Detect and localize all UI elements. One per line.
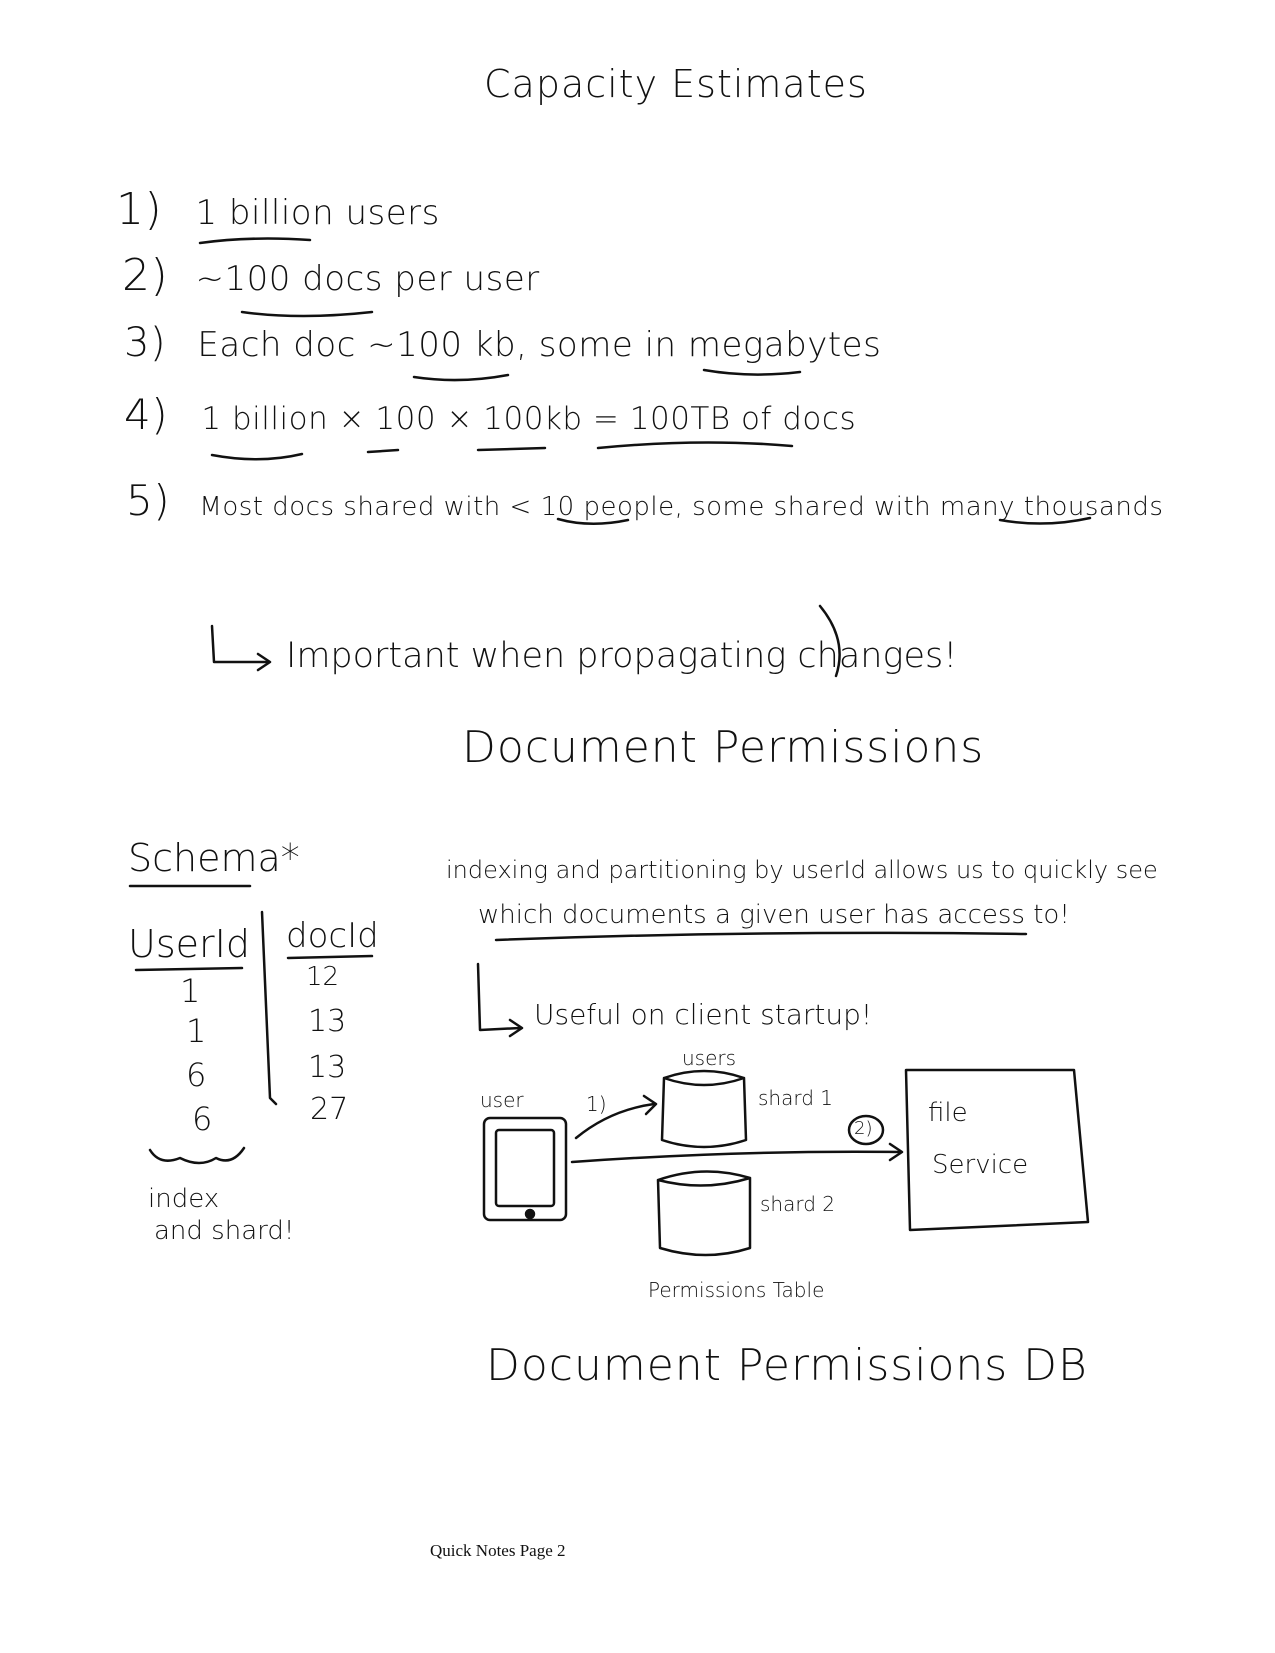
- schema-row-4-userid: 6: [192, 1100, 213, 1138]
- diagram-users-label: users: [682, 1046, 737, 1070]
- schema-row-3-userid: 6: [186, 1056, 207, 1094]
- estimate-text: Most docs shared with < 10 people, some …: [199, 492, 1164, 522]
- schema-row-2-userid: 1: [186, 1012, 207, 1050]
- underline-100kb-b: [476, 446, 547, 452]
- estimate-2: 2) ~100 docs per user: [122, 250, 540, 301]
- page-footer: Quick Notes Page 2: [430, 1541, 566, 1560]
- estimate-number: 4): [124, 390, 169, 439]
- indexing-note-line1: indexing and partitioning by userId allo…: [446, 856, 1158, 884]
- note-important: Important when propagating changes!: [286, 636, 958, 676]
- arrow-important: [210, 624, 270, 664]
- file-service-label-line1: file: [928, 1098, 968, 1128]
- schema-header-userid: UserId: [128, 922, 250, 966]
- underline-megabytes: [702, 368, 802, 376]
- estimate-number: 3): [124, 320, 167, 366]
- schema-divider: [260, 910, 278, 1106]
- underline-100kb: [412, 373, 510, 382]
- estimate-1: 1) 1 billion users: [116, 184, 440, 235]
- schema-row-4-docid: 27: [310, 1092, 349, 1127]
- arrow-useful: [476, 962, 522, 1032]
- useful-note: Useful on client startup!: [534, 998, 873, 1031]
- underline-100-docs: [240, 310, 374, 318]
- estimate-number: 2): [122, 250, 169, 301]
- underline-docid: [286, 954, 374, 960]
- estimate-3: 3) Each doc ~100 kb, some in megabytes: [124, 320, 881, 366]
- arrow-step2: [570, 1150, 902, 1164]
- estimate-text: ~100 docs per user: [195, 259, 540, 299]
- estimate-text: 1 billion users: [195, 193, 440, 233]
- shard1-cylinder: [660, 1069, 748, 1149]
- underline-100: [366, 448, 400, 454]
- schema-note-index: index: [148, 1184, 220, 1214]
- underline-1-billion: [198, 237, 312, 245]
- schema-note-shard: and shard!: [154, 1216, 295, 1246]
- title-document-permissions-db: Document Permissions DB: [486, 1340, 1088, 1391]
- diagram-shard2-label: shard 2: [760, 1192, 835, 1216]
- schema-row-1-docid: 12: [306, 962, 340, 992]
- estimate-4: 4) 1 billion × 100 × 100kb = 100TB of do…: [124, 390, 856, 439]
- diagram-permissions-table-label: Permissions Table: [648, 1278, 825, 1302]
- underline-which-documents: [494, 931, 1028, 942]
- title-document-permissions: Document Permissions: [462, 722, 985, 773]
- underline-100tb: [596, 441, 794, 450]
- estimate-number: 5): [126, 476, 171, 525]
- schema-row-1-userid: 1: [180, 972, 201, 1010]
- diagram-step1-label: 1): [586, 1092, 607, 1116]
- device-icon: [482, 1116, 568, 1222]
- file-service-label-line2: Service: [932, 1150, 1029, 1180]
- schema-row-3-docid: 13: [308, 1050, 347, 1085]
- underline-1-billion-b: [210, 452, 304, 461]
- diagram-step2-label: 2): [854, 1118, 873, 1139]
- underline-userid: [134, 966, 244, 972]
- title-capacity-estimates: Capacity Estimates: [484, 62, 868, 106]
- estimate-text: 1 billion × 100 × 100kb = 100TB of docs: [201, 401, 857, 437]
- estimate-5: 5) Most docs shared with < 10 people, so…: [126, 476, 1163, 525]
- estimate-number: 1): [116, 184, 163, 235]
- indexing-note-line2: which documents a given user has access …: [478, 900, 1070, 930]
- estimate-text: Each doc ~100 kb, some in megabytes: [197, 325, 882, 365]
- diagram-user-label: user: [480, 1088, 524, 1112]
- brace-userid: [148, 1146, 246, 1165]
- diagram-shard1-label: shard 1: [758, 1086, 833, 1110]
- schema-label: Schema*: [128, 836, 300, 880]
- schema-header-docid: docId: [286, 916, 379, 956]
- schema-row-2-docid: 13: [308, 1004, 347, 1039]
- shard2-cylinder: [656, 1170, 752, 1257]
